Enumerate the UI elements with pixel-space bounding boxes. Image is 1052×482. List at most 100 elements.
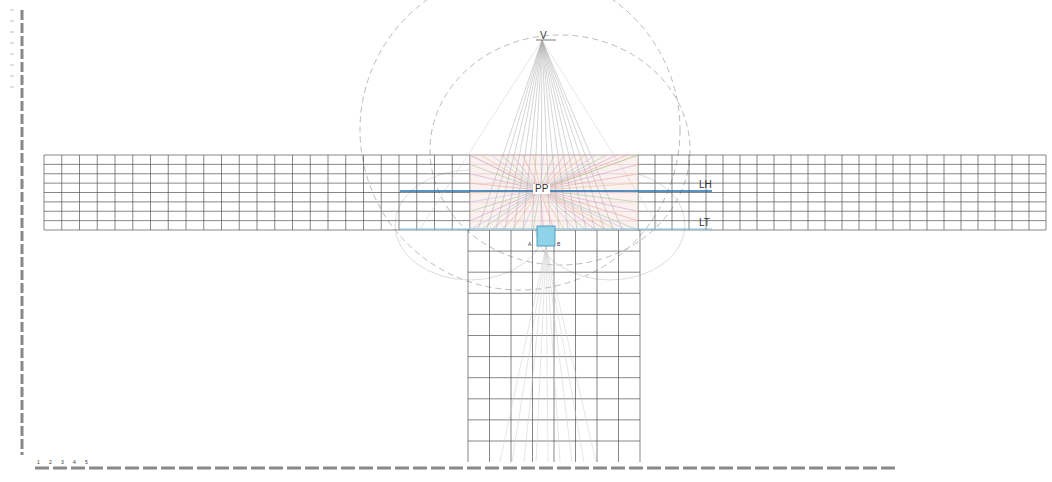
grid-line bbox=[468, 356, 640, 357]
vanishing-ray bbox=[540, 190, 638, 202]
vanishing-ray bbox=[470, 155, 540, 190]
grid-line bbox=[774, 155, 775, 230]
grid-line bbox=[239, 155, 240, 230]
vanishing-ray bbox=[540, 155, 638, 190]
grid-line bbox=[672, 155, 673, 230]
construction-circle bbox=[430, 35, 690, 265]
ruler-tick bbox=[10, 21, 14, 22]
grid-line bbox=[150, 155, 151, 230]
visual-ray bbox=[487, 40, 542, 229]
principal-point-label: PP bbox=[533, 184, 550, 194]
grid-line bbox=[132, 155, 133, 230]
vanishing-ray bbox=[470, 164, 540, 190]
point-label: A bbox=[528, 242, 531, 247]
projection-line bbox=[500, 246, 546, 462]
visual-ray bbox=[542, 40, 559, 229]
horizon-label: LH bbox=[699, 180, 712, 190]
grid-line bbox=[927, 155, 928, 230]
grid-line bbox=[470, 183, 638, 184]
scale-number: 2 bbox=[49, 460, 52, 465]
grid-line bbox=[511, 230, 512, 462]
grid-line bbox=[61, 155, 62, 230]
grid-line bbox=[468, 335, 640, 336]
vanishing-ray bbox=[470, 190, 540, 211]
grid-line bbox=[44, 155, 45, 230]
grid-line bbox=[995, 155, 996, 230]
grid-line bbox=[723, 155, 724, 230]
ruler-tick bbox=[10, 87, 14, 88]
grid-line bbox=[468, 293, 640, 294]
ruler-tick bbox=[10, 10, 14, 11]
vanishing-ray bbox=[540, 155, 617, 190]
construction-circle bbox=[360, 0, 680, 290]
projection-line bbox=[546, 246, 560, 462]
grid-line bbox=[115, 155, 116, 230]
visual-ray bbox=[541, 40, 542, 229]
vanishing-ray bbox=[540, 155, 638, 190]
grid-line bbox=[859, 155, 860, 230]
scale-ruler bbox=[21, 10, 24, 455]
ruler-tick bbox=[10, 76, 14, 77]
projection-line bbox=[546, 246, 584, 462]
grid-line bbox=[575, 230, 576, 462]
visual-ray bbox=[542, 40, 622, 229]
vanishing-ray bbox=[491, 190, 540, 230]
visual-ray bbox=[542, 40, 660, 229]
visual-ray bbox=[420, 40, 542, 229]
grid-line bbox=[825, 155, 826, 230]
ground-line bbox=[400, 228, 712, 229]
ruler-tick bbox=[10, 43, 14, 44]
projection-line bbox=[546, 246, 572, 462]
visual-ray bbox=[523, 40, 542, 229]
grid-line bbox=[1046, 155, 1047, 230]
projection-line bbox=[536, 246, 546, 462]
visual-ray bbox=[542, 40, 613, 229]
grid-line bbox=[842, 155, 843, 230]
grid-line bbox=[468, 377, 640, 378]
vanishing-ray bbox=[540, 164, 638, 190]
grid-line bbox=[944, 155, 945, 230]
grid-line bbox=[468, 441, 640, 442]
ruler-tick bbox=[10, 54, 14, 55]
grid-line bbox=[554, 230, 555, 462]
grid-line bbox=[399, 155, 400, 230]
grid-line bbox=[257, 155, 258, 230]
visual-ray bbox=[532, 40, 542, 229]
grid-line bbox=[292, 155, 293, 230]
projection-line bbox=[512, 246, 546, 462]
visual-ray bbox=[542, 40, 595, 229]
grid-line bbox=[470, 220, 638, 221]
vanishing-ray bbox=[540, 183, 638, 190]
ruler-tick bbox=[10, 32, 14, 33]
grid-line bbox=[416, 155, 417, 230]
grid-line bbox=[597, 230, 598, 462]
grid-line bbox=[203, 155, 204, 230]
viewpoint-label: V bbox=[540, 31, 547, 41]
grid-line bbox=[910, 155, 911, 230]
plan-square bbox=[537, 226, 555, 246]
grid-line bbox=[97, 155, 98, 230]
point-label: B bbox=[557, 242, 560, 247]
projection-line bbox=[546, 246, 596, 462]
vanishing-ray bbox=[470, 183, 540, 190]
grid-line bbox=[1029, 155, 1030, 230]
vanishing-ray bbox=[540, 190, 638, 221]
grid-line bbox=[468, 251, 640, 252]
grid-line bbox=[468, 230, 469, 462]
grid-line bbox=[452, 155, 453, 230]
grid-line bbox=[1012, 155, 1013, 230]
scale-number: 4 bbox=[73, 460, 76, 465]
grid-line bbox=[328, 155, 329, 230]
grid-line bbox=[640, 230, 641, 462]
scale-number: 1 bbox=[37, 460, 40, 465]
grid-line bbox=[757, 155, 758, 230]
scale-number: 5 bbox=[85, 460, 88, 465]
grid-line bbox=[363, 155, 364, 230]
grid-line bbox=[808, 155, 809, 230]
visual-ray bbox=[514, 40, 542, 229]
grid-line bbox=[791, 155, 792, 230]
grid-line bbox=[876, 155, 877, 230]
scale-ruler bbox=[35, 467, 895, 470]
